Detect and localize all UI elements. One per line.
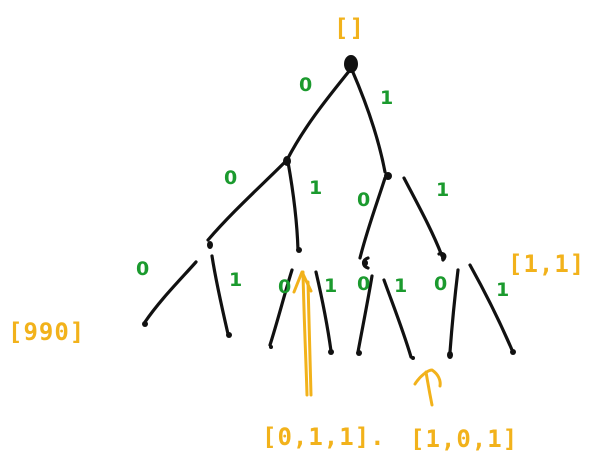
bit-labels: 0 1 0 1 0 1 0 1 0 1 0 1 0 1 — [136, 74, 509, 301]
edge-root-left — [285, 68, 352, 162]
node-l2-a — [207, 241, 213, 249]
edge-c-right — [382, 278, 413, 359]
edge-root-right — [350, 68, 387, 174]
set-labels: [] [990] [1,1] [0,1,1]. [1,0,1] — [8, 14, 585, 453]
node-11-set-label: [1,1] — [508, 250, 585, 278]
tree-edges — [143, 68, 514, 359]
node-l1-right — [384, 172, 392, 180]
tree-nodes — [142, 55, 516, 360]
bit-l3c-left: 0 — [357, 273, 370, 295]
bit-l1-right: 1 — [380, 87, 393, 109]
edge-b-left — [268, 268, 294, 347]
node-leaf-1 — [142, 321, 148, 327]
curl-c — [361, 256, 370, 270]
node-l2-b — [296, 247, 302, 253]
edge-a-left — [143, 260, 198, 324]
bit-l3b-right: 1 — [324, 275, 337, 297]
edge-b-right — [314, 270, 333, 353]
pointer-101-arrow — [424, 370, 434, 407]
bit-l3d-left: 0 — [434, 273, 447, 295]
node-leaf-2 — [226, 332, 232, 338]
node-leaf-7 — [447, 351, 453, 359]
leaf-101-set-label: [1,0,1] — [410, 425, 518, 453]
node-leaf-3 — [269, 345, 273, 349]
node-leaf-5 — [356, 350, 362, 356]
edge-d-left — [448, 268, 460, 354]
leaf-011-set-label: [0,1,1]. — [262, 423, 386, 451]
node-leaf-4 — [328, 349, 334, 355]
bit-l2r-left: 0 — [357, 189, 370, 211]
root-set-label: [] — [334, 14, 365, 42]
pointer-011-shaft2 — [306, 280, 313, 397]
edge-l1left-left — [206, 160, 287, 242]
node-leaf-8 — [510, 349, 516, 355]
bit-l3b-left: 0 — [278, 276, 291, 298]
node-root — [344, 55, 358, 73]
edge-a-right — [210, 254, 230, 336]
edge-l1left-right — [286, 160, 300, 252]
bit-l2l-right: 1 — [309, 177, 322, 199]
leftmost-leaf-set-label: [990] — [8, 318, 85, 346]
bit-l3a-left: 0 — [136, 258, 149, 280]
bit-l3c-right: 1 — [394, 275, 407, 297]
node-l2-d — [441, 255, 445, 261]
edge-l1right-left — [358, 176, 387, 260]
annotation-pointers — [292, 270, 442, 407]
edge-c-left — [356, 274, 374, 354]
node-leaf-6 — [411, 356, 415, 360]
node-l2-c — [364, 260, 368, 266]
edge-l1right-right — [402, 176, 444, 258]
edge-d-right — [468, 263, 514, 352]
bit-l3d-right: 1 — [496, 279, 509, 301]
bit-l2r-right: 1 — [436, 179, 449, 201]
pointer-101-head — [413, 368, 442, 388]
bit-l3a-right: 1 — [229, 269, 242, 291]
bit-l2l-left: 0 — [224, 167, 237, 189]
bit-l1-left: 0 — [299, 74, 312, 96]
node-l1-left — [283, 156, 291, 166]
pointer-011-arrow — [301, 270, 309, 397]
